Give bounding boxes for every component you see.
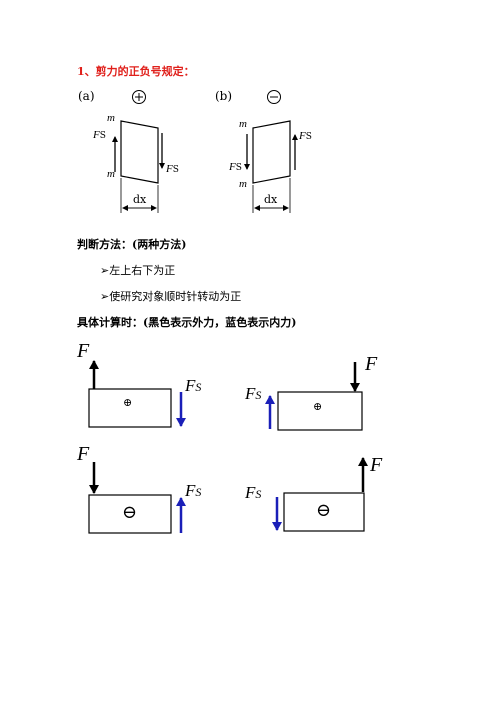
fig-a-m-bottom: m [107, 168, 115, 180]
case2-body [277, 391, 363, 431]
rule-1: ➢左上右下为正 [100, 264, 176, 277]
fig-b-fs-left: FS [229, 161, 242, 173]
negative-sign-icon [267, 90, 281, 104]
case1-body [88, 388, 172, 428]
case3-F-label: F [77, 443, 90, 465]
case2-sign: ⊕ [313, 400, 323, 413]
case1-sign: ⊕ [123, 396, 133, 409]
fig-a-m-top: m [107, 112, 115, 124]
case3-sign: ⊖ [122, 502, 138, 523]
fig-a-fs-left: FS [93, 129, 106, 141]
section-heading: 1、剪力的正负号规定： [77, 65, 195, 78]
case2-F-label: F [365, 353, 378, 375]
calc-title: 具体计算时：(黑色表示外力，蓝色表示内力) [77, 316, 297, 329]
fig-a-label: (a) [78, 89, 95, 103]
rule-2: ➢使研究对象顺时针转动为正 [100, 290, 242, 303]
fig-b-fs-right: FS [299, 130, 312, 142]
case4-body [283, 492, 365, 532]
fig-a-dx: dx [133, 193, 147, 206]
fig-b-dx: dx [264, 193, 278, 206]
fig-b-label: (b) [215, 89, 233, 103]
positive-sign-icon [132, 90, 146, 104]
fig-b-m-top: m [239, 118, 247, 130]
case2-FS-label: FS [245, 384, 262, 403]
case3-FS-label: FS [185, 481, 202, 500]
element-a [120, 120, 159, 184]
element-b [252, 120, 291, 184]
case1-F-label: F [77, 340, 90, 362]
case4-F-label: F [370, 454, 383, 476]
case1-FS-label: FS [185, 376, 202, 395]
fig-a-fs-right: FS [166, 163, 179, 175]
case4-sign: ⊖ [316, 500, 332, 521]
case3-body [88, 494, 172, 534]
fig-b-m-bottom: m [239, 178, 247, 190]
method-title: 判断方法：(两种方法) [77, 238, 187, 251]
case4-FS-label: FS [245, 483, 262, 502]
